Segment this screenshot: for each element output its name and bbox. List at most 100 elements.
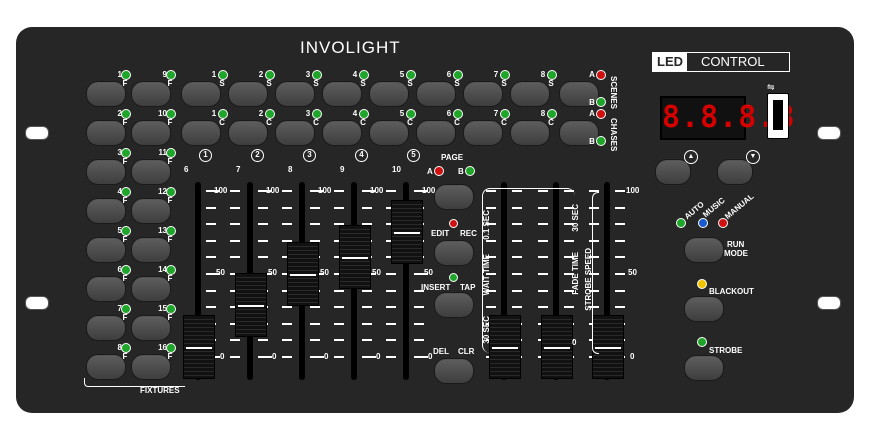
channel-2-fader[interactable] <box>235 273 267 337</box>
channel-4-fader[interactable] <box>339 225 371 290</box>
scene-4-button[interactable] <box>322 81 362 107</box>
scene-6-button[interactable] <box>416 81 456 107</box>
fixture-6-button[interactable] <box>86 276 126 302</box>
fixture-1-button[interactable] <box>86 81 126 107</box>
scene-3-led <box>312 70 322 80</box>
channel-1-fader[interactable] <box>183 315 215 379</box>
fixture-14-button[interactable] <box>131 276 171 302</box>
fixture-7-button[interactable] <box>86 315 126 341</box>
scenes-ab-button[interactable] <box>559 81 599 107</box>
fixture-4-button[interactable] <box>86 198 126 224</box>
fixture-15-button[interactable] <box>131 315 171 341</box>
fixture-11-led <box>166 148 176 158</box>
fade-time-label: FADE TIME <box>571 252 580 295</box>
strobe-speed-tick <box>615 273 625 275</box>
wait-time-top-label: 0.1 SEC <box>482 210 491 240</box>
fade-time-tick-left <box>538 206 548 209</box>
fixture-9-button[interactable] <box>131 81 171 107</box>
scene-7-led <box>500 70 510 80</box>
chase-7-button[interactable] <box>463 120 503 146</box>
chases-b-led <box>596 136 606 146</box>
chase-4-button[interactable] <box>322 120 362 146</box>
channel-4-scale-mid: 50 <box>372 268 381 277</box>
chases-a-label: A <box>589 109 595 118</box>
fixture-14-number: 14 <box>158 265 167 274</box>
channel-1-tick <box>206 190 220 192</box>
fixture-14-led <box>166 265 176 275</box>
channel-5-tick <box>414 273 428 275</box>
fixture-12-button[interactable] <box>131 198 171 224</box>
blackout-button[interactable] <box>684 296 724 322</box>
chase-1-led <box>218 109 228 119</box>
scene-3-button[interactable] <box>275 81 315 107</box>
edit-rec-button[interactable] <box>434 240 474 266</box>
scene-1-tag: S <box>219 79 225 88</box>
run-mode-button[interactable] <box>684 237 724 263</box>
scene-5-button[interactable] <box>369 81 409 107</box>
strobe-speed-tick <box>615 256 625 259</box>
channel-5-tick-left <box>386 322 396 325</box>
scene-4-number: 4 <box>352 70 358 79</box>
channel-3-alt-number: 8 <box>288 165 293 174</box>
fixture-16-button[interactable] <box>131 354 171 380</box>
fixture-5-led <box>121 226 131 236</box>
chase-8-button[interactable] <box>510 120 550 146</box>
del-clr-button[interactable] <box>434 358 474 384</box>
chase-3-button[interactable] <box>275 120 315 146</box>
chase-5-number: 5 <box>399 109 405 118</box>
channel-1-tick <box>206 223 216 226</box>
fixture-3-tag: F <box>122 157 128 166</box>
led-logo-left: LED <box>653 53 687 71</box>
down-button[interactable] <box>717 159 753 185</box>
strobe-speed-bracket <box>592 192 599 354</box>
fixture-8-button[interactable] <box>86 354 126 380</box>
channel-3-tick <box>310 306 320 309</box>
scene-2-button[interactable] <box>228 81 268 107</box>
fixture-3-button[interactable] <box>86 159 126 185</box>
fade-time-tick <box>564 206 574 209</box>
clr-label: CLR <box>458 347 475 356</box>
channel-1-scale-max: 100 <box>214 186 228 195</box>
channel-1-tick <box>206 306 216 309</box>
fixture-9-number: 9 <box>162 70 167 79</box>
fixture-15-number: 15 <box>158 304 167 313</box>
chases-ab-button[interactable] <box>559 120 599 146</box>
up-button[interactable] <box>655 159 691 185</box>
page-button[interactable] <box>434 184 474 210</box>
strobe-button[interactable] <box>684 355 724 381</box>
channel-5-fader[interactable] <box>391 200 423 265</box>
scenes-label: SCENES <box>609 76 618 109</box>
channel-5-tick-left <box>386 273 396 275</box>
scene-2-number: 2 <box>258 70 264 79</box>
fixture-5-button[interactable] <box>86 237 126 263</box>
scene-8-button[interactable] <box>510 81 550 107</box>
fixture-13-button[interactable] <box>131 237 171 263</box>
chase-1-button[interactable] <box>181 120 221 146</box>
page-b-label: B <box>458 167 464 176</box>
fixture-2-button[interactable] <box>86 120 126 146</box>
page-a-led <box>434 166 444 176</box>
fixture-11-button[interactable] <box>131 159 171 185</box>
insert-tap-button[interactable] <box>434 292 474 318</box>
chase-4-led <box>359 109 369 119</box>
wait-time-tick <box>512 256 522 259</box>
del-label: DEL <box>433 347 449 356</box>
channel-2-tick <box>258 190 272 192</box>
chase-2-button[interactable] <box>228 120 268 146</box>
fixture-10-button[interactable] <box>131 120 171 146</box>
usb-port[interactable] <box>767 93 789 139</box>
scene-7-button[interactable] <box>463 81 503 107</box>
fixture-5-tag: F <box>122 235 128 244</box>
wait-time-tick <box>512 273 522 275</box>
scene-1-button[interactable] <box>181 81 221 107</box>
scene-4-led <box>359 70 369 80</box>
channel-3-fader[interactable] <box>287 242 319 307</box>
run-mode-label-2: MODE <box>724 249 748 258</box>
scene-6-led <box>453 70 463 80</box>
chase-6-button[interactable] <box>416 120 456 146</box>
chase-5-button[interactable] <box>369 120 409 146</box>
fade-time-tick-left <box>538 223 548 226</box>
wait-time-bottom-label: 30 SEC <box>482 316 491 344</box>
scenes-a-led <box>596 70 606 80</box>
fixture-9-tag: F <box>167 79 173 88</box>
